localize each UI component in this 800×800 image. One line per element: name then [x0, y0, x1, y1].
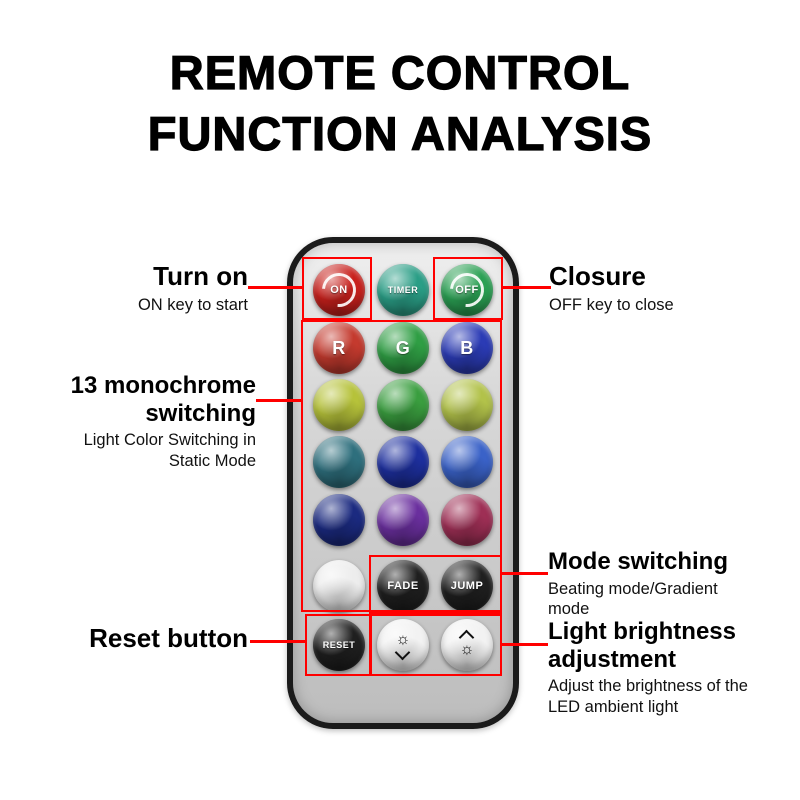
- color-green[interactable]: [377, 379, 429, 431]
- connector-monochrome: [256, 399, 303, 402]
- highlight-brightness-rect: [369, 612, 502, 676]
- annotation-brightness-label: Light brightness adjustment: [548, 618, 736, 673]
- remote-buttons: ON TIMER OFF R G B FADE JUMP RESET ☼ ☼: [293, 243, 513, 723]
- annotation-brightness-desc: Adjust the brightness of the LED ambient…: [548, 677, 748, 716]
- reset-button-label: RESET: [322, 640, 356, 650]
- red-button-label: R: [332, 337, 346, 358]
- brightness-up-icon: ☼: [459, 629, 475, 658]
- connector-reset: [250, 640, 307, 643]
- highlight-on-rect: [302, 257, 372, 320]
- blue-button-label: B: [460, 337, 474, 358]
- annotation-closure-label: Closure: [549, 261, 646, 291]
- color-maroon[interactable]: [441, 494, 493, 546]
- on-button-label: ON: [330, 284, 348, 296]
- brightness-down-button[interactable]: ☼: [377, 619, 429, 671]
- off-button-label: OFF: [455, 284, 479, 296]
- connector-mode: [500, 572, 548, 575]
- annotation-turn-on-label: Turn on: [153, 261, 248, 291]
- sun-icon: ☼: [459, 641, 475, 658]
- annotation-reset-label: Reset button: [89, 623, 248, 653]
- annotation-mode-label: Mode switching: [548, 548, 728, 575]
- fade-button[interactable]: FADE: [377, 560, 429, 612]
- annotation-closure: Closure OFF key to close: [549, 261, 769, 316]
- annotation-monochrome-label: 13 monochrome switching: [70, 372, 256, 427]
- highlight-mode-rect: [369, 555, 502, 616]
- annotation-brightness: Light brightness adjustment Adjust the b…: [548, 618, 773, 717]
- off-button[interactable]: OFF: [441, 264, 493, 316]
- annotation-mode: Mode switching Beating mode/Gradient mod…: [548, 548, 763, 620]
- timer-button[interactable]: TIMER: [377, 264, 429, 316]
- brightness-up-button[interactable]: ☼: [441, 619, 493, 671]
- color-white[interactable]: [313, 560, 365, 612]
- fade-button-label: FADE: [387, 580, 419, 592]
- annotation-mode-desc: Beating mode/Gradient mode: [548, 579, 718, 619]
- color-teal[interactable]: [313, 436, 365, 488]
- connector-brightness: [500, 643, 548, 646]
- jump-button-label: JUMP: [450, 580, 484, 592]
- reset-button[interactable]: RESET: [313, 619, 365, 671]
- annotation-reset: Reset button: [38, 623, 248, 654]
- color-darkblue[interactable]: [377, 436, 429, 488]
- brightness-down-icon: ☼: [395, 631, 411, 661]
- annotation-turn-on: Turn on ON key to start: [38, 261, 248, 316]
- title-line1: REMOTE CONTROL: [169, 45, 631, 99]
- annotation-turn-on-desc: ON key to start: [137, 295, 248, 314]
- color-yellowgreen-left[interactable]: [313, 379, 365, 431]
- timer-button-label: TIMER: [387, 285, 419, 295]
- blue-button[interactable]: B: [441, 322, 493, 374]
- annotation-closure-desc: OFF key to close: [549, 295, 674, 314]
- color-purple[interactable]: [377, 494, 429, 546]
- annotation-monochrome-desc: Light Color Switching in Static Mode: [83, 431, 256, 470]
- highlight-monochrome-rect: [301, 320, 502, 612]
- connector-closure: [501, 286, 551, 289]
- highlight-off-rect: [433, 257, 503, 320]
- title-line2: FUNCTION ANALYSIS: [147, 106, 653, 160]
- jump-button[interactable]: JUMP: [441, 560, 493, 612]
- annotation-monochrome: 13 monochrome switching Light Color Swit…: [41, 372, 256, 471]
- green-button[interactable]: G: [377, 322, 429, 374]
- sun-icon: ☼: [395, 631, 411, 648]
- connector-turn-on: [248, 286, 304, 289]
- highlight-reset-rect: [305, 614, 372, 676]
- color-blue[interactable]: [441, 436, 493, 488]
- page-title: REMOTE CONTROL FUNCTION ANALYSIS: [0, 42, 800, 164]
- red-button[interactable]: R: [313, 322, 365, 374]
- on-button[interactable]: ON: [313, 264, 365, 316]
- color-navy[interactable]: [313, 494, 365, 546]
- color-yellowgreen-right[interactable]: [441, 379, 493, 431]
- green-button-label: G: [395, 337, 411, 358]
